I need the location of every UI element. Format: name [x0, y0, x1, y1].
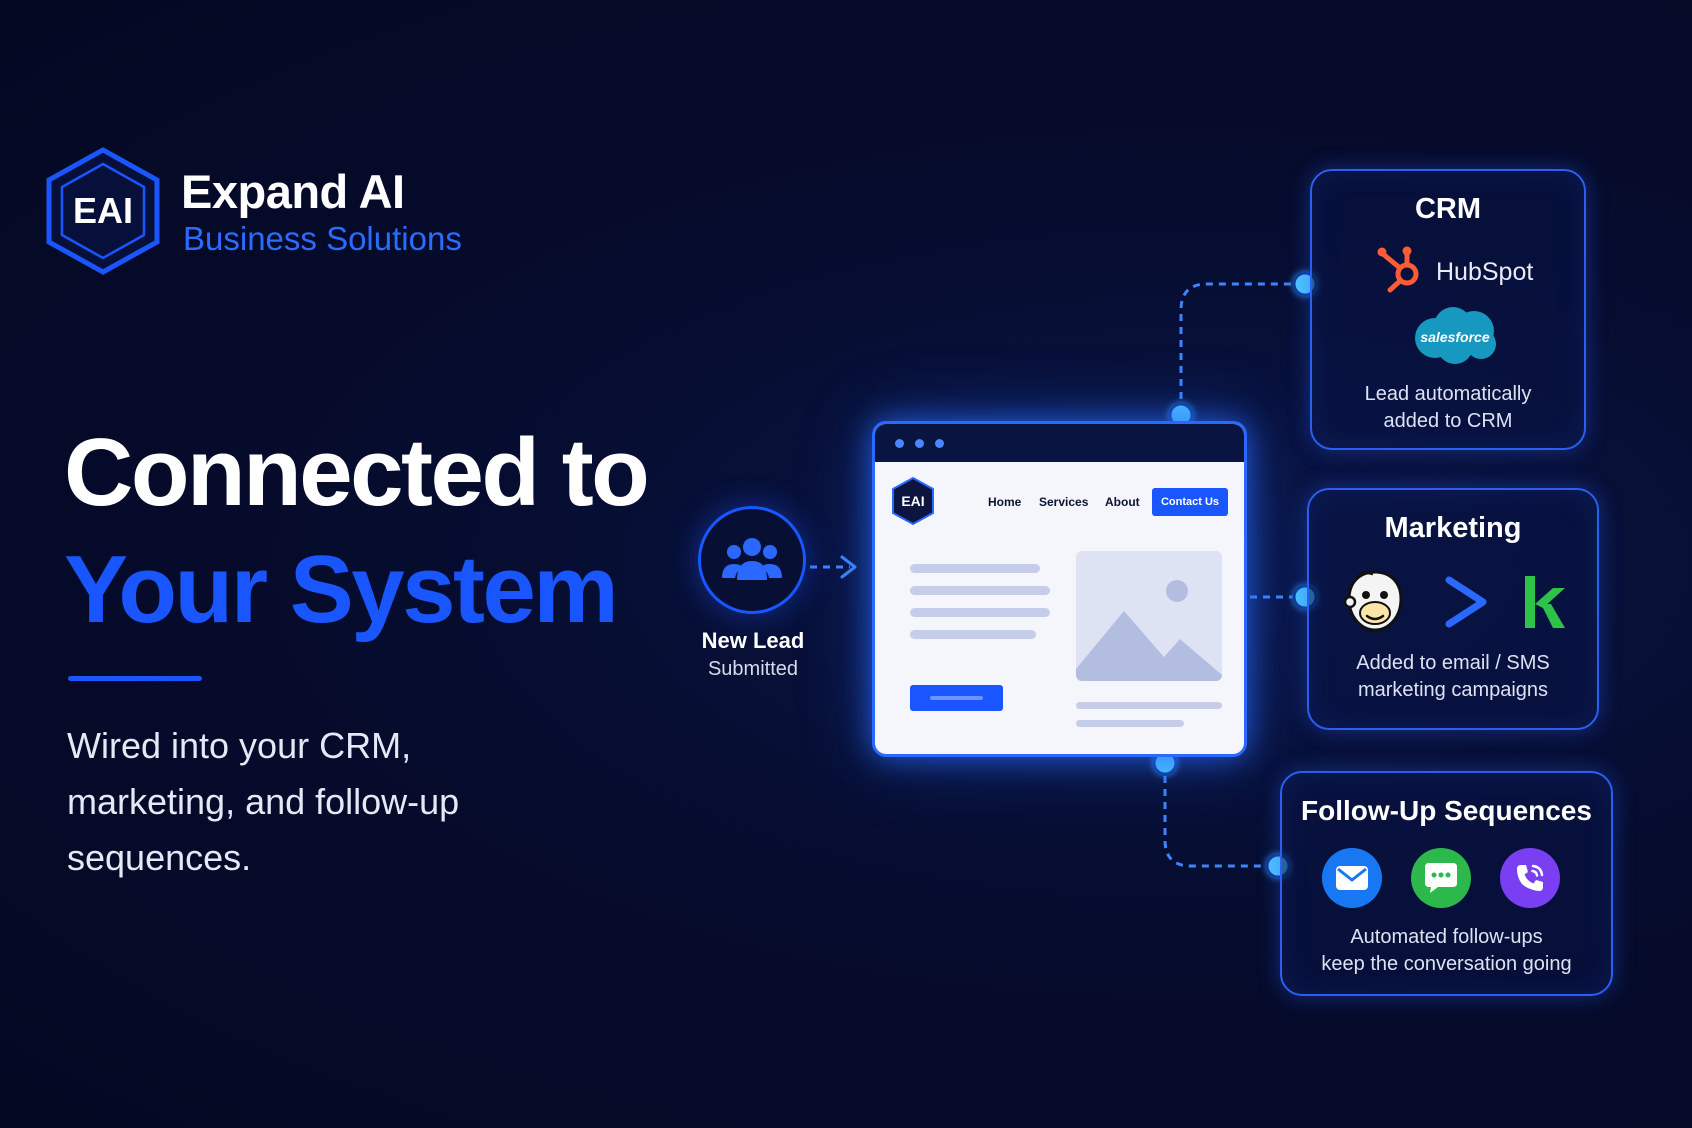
- arrow-head: [840, 555, 857, 579]
- headline-underline: [68, 676, 202, 681]
- follow-up-title: Follow-Up Sequences: [1301, 795, 1592, 826]
- hubspot-icon: [1377, 246, 1419, 293]
- marketing-description: Added to email / SMS marketing campaigns: [1309, 650, 1597, 704]
- contact-us-button[interactable]: Contact Us: [1152, 488, 1228, 516]
- text-placeholder: [910, 564, 1040, 573]
- headline-line-1: Connected to: [64, 419, 650, 526]
- crm-desc-line-1: Lead automatically: [1364, 383, 1532, 405]
- follow-up-desc-line-2: keep the conversation going: [1321, 953, 1572, 975]
- eai-logo-icon: EAI: [46, 147, 160, 275]
- sms-icon: [1411, 848, 1471, 908]
- connector-followup: [1163, 763, 1278, 868]
- button-label-placeholder: [930, 696, 983, 700]
- nav-home[interactable]: Home: [988, 495, 1022, 509]
- form-submit-button[interactable]: [910, 685, 1003, 711]
- browser-title-bar: [875, 424, 1244, 462]
- text-placeholder: [910, 586, 1050, 595]
- new-lead-label: New Lead: [701, 628, 805, 653]
- crm-description: Lead automatically added to CRM: [1312, 381, 1584, 435]
- crm-card: CRM HubSpot salesforce Lead automaticall…: [1310, 169, 1586, 450]
- marketing-card: Marketing Added to email / SMS marketing…: [1307, 488, 1599, 730]
- text-placeholder: [1076, 702, 1222, 709]
- brand-name: Expand AI: [181, 165, 405, 218]
- submitted-label: Submitted: [707, 658, 799, 680]
- text-placeholder: [910, 608, 1050, 617]
- site-logo-text: EAI: [901, 493, 924, 509]
- mailchimp-icon: [1343, 570, 1403, 632]
- salesforce-icon: salesforce: [1415, 307, 1496, 364]
- activecampaign-icon: [1445, 576, 1487, 628]
- image-placeholder: [1076, 551, 1222, 681]
- window-dot: [915, 439, 924, 448]
- subtext: Wired into your CRM, marketing, and foll…: [67, 725, 460, 878]
- phone-icon: [1500, 848, 1560, 908]
- new-lead-node: [698, 506, 806, 614]
- follow-up-desc-line-1: Automated follow-ups: [1350, 926, 1543, 948]
- hubspot-label: HubSpot: [1436, 258, 1534, 286]
- crm-desc-line-2: added to CRM: [1383, 410, 1513, 432]
- image-icon: [1076, 580, 1222, 681]
- salesforce-label: salesforce: [1420, 329, 1489, 345]
- window-dot: [935, 439, 944, 448]
- window-dot: [895, 439, 904, 448]
- follow-up-card: Follow-Up Sequences Automated follow-ups…: [1280, 771, 1613, 996]
- connector-crm: [1179, 282, 1305, 412]
- text-placeholder: [1076, 720, 1184, 727]
- marketing-desc-line-2: marketing campaigns: [1357, 679, 1549, 701]
- klaviyo-icon: [1525, 576, 1565, 628]
- site-logo-icon: EAI: [892, 476, 934, 526]
- users-icon: [722, 538, 782, 580]
- website-mockup: EAI Home Services About Contact Us: [872, 421, 1247, 757]
- brand-tagline: Business Solutions: [183, 220, 462, 257]
- marketing-title: Marketing: [1384, 512, 1522, 544]
- headline-line-2: Your System: [64, 536, 619, 643]
- crm-title: CRM: [1414, 193, 1482, 225]
- marketing-desc-line-1: Added to email / SMS: [1356, 652, 1550, 674]
- logo-text: EAI: [73, 190, 133, 231]
- nav-about[interactable]: About: [1105, 495, 1140, 509]
- follow-up-description: Automated follow-ups keep the conversati…: [1282, 924, 1611, 978]
- nav-services[interactable]: Services: [1039, 495, 1089, 509]
- email-icon: [1322, 848, 1382, 908]
- text-placeholder: [910, 630, 1036, 639]
